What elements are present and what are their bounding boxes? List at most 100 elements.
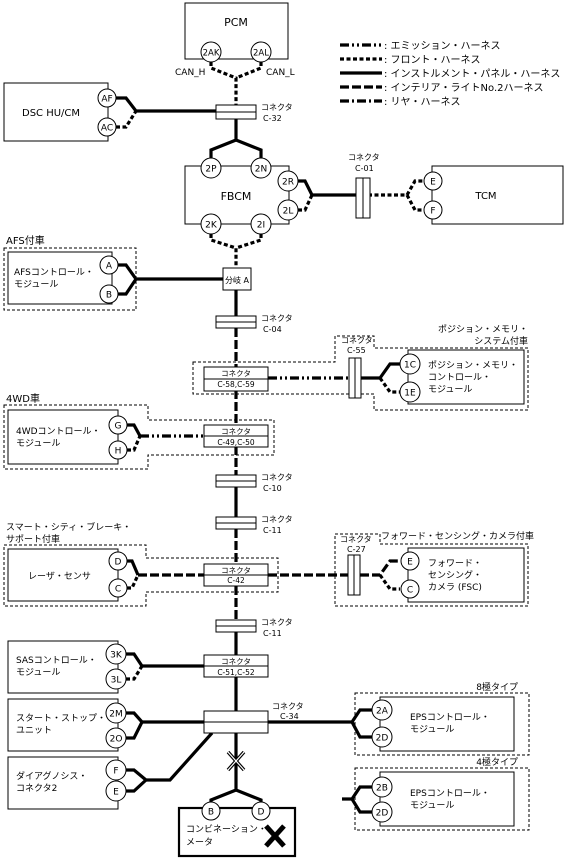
position-label-1: ポジション・メモリ・ bbox=[428, 360, 518, 371]
fsc-option-frame bbox=[334, 533, 529, 607]
scbs-option-frame bbox=[3, 544, 279, 607]
startstop-box bbox=[7, 698, 119, 752]
eps4-option-label: 4極タイプ bbox=[476, 756, 518, 768]
pin-awd-h: H bbox=[108, 440, 128, 460]
connector-c10-word: コネクタ bbox=[261, 473, 293, 482]
laser-box bbox=[7, 548, 119, 602]
afs-label-1: AFSコントロール・ bbox=[14, 268, 94, 278]
pin-pcm-2ak-label: 2AK bbox=[203, 49, 220, 59]
junction-a bbox=[222, 267, 252, 291]
pin-fbcm-2p-label: 2P bbox=[205, 165, 217, 175]
pin-eps8-2a-label: 2A bbox=[376, 707, 389, 717]
pin-awd-g: G bbox=[108, 415, 128, 435]
connector-c49-word: コネクタ bbox=[221, 427, 251, 436]
wire-dsc-c32 bbox=[116, 96, 216, 113]
pin-eps4-2d-label: 2D bbox=[376, 809, 389, 819]
fsc-label-1: フォワード・ bbox=[428, 559, 482, 569]
wire-fbcm-c01 bbox=[298, 179, 357, 197]
pin-dsc-ac-label: AC bbox=[101, 124, 113, 134]
pin-meter-b-label: B bbox=[208, 808, 214, 818]
position-option-frame bbox=[192, 335, 529, 411]
failure-x-icon bbox=[264, 824, 286, 848]
position-option-label-1: ポジション・メモリ・ bbox=[438, 324, 528, 335]
connector-c49-id: C-49,C-50 bbox=[217, 438, 255, 447]
eps8-label-2: モジュール bbox=[410, 725, 454, 735]
wire-sas-3l bbox=[126, 665, 144, 681]
wire-ss-2o bbox=[126, 721, 144, 740]
connector-c04-id: C-04 bbox=[263, 325, 282, 334]
pin-pos-1e: 1E bbox=[399, 381, 421, 403]
wire-afs-branch bbox=[117, 263, 223, 281]
connector-c42-id: C-42 bbox=[227, 576, 245, 585]
wire-diag-c34 bbox=[126, 731, 214, 782]
awd-option-label: 4WD車 bbox=[6, 392, 40, 405]
pin-tcm-e: E bbox=[423, 171, 443, 191]
wire-c55-pos-1e bbox=[378, 377, 400, 394]
eps4-option-frame bbox=[354, 767, 530, 831]
connector-c27-id: C-27 bbox=[347, 545, 366, 554]
wire-sas-c51 bbox=[126, 652, 204, 668]
pin-pcm-2ak: 2AK bbox=[200, 41, 222, 63]
tcm-label: TCM bbox=[474, 191, 496, 202]
pin-eps8-2d-label: 2D bbox=[376, 734, 389, 744]
connector-c11-lower-word: コネクタ bbox=[261, 618, 293, 627]
pin-fsc-e-label: E bbox=[407, 558, 413, 568]
pin-eps4-2d: 2D bbox=[371, 801, 393, 823]
pin-dsc-ac: AC bbox=[97, 117, 117, 137]
pin-meter-b: B bbox=[201, 801, 221, 821]
sas-label-2: モジュール bbox=[16, 668, 60, 678]
sas-label-1: SASコントロール・ bbox=[16, 656, 97, 666]
pin-sas-3k: 3K bbox=[105, 643, 127, 665]
pin-laser-d-label: D bbox=[115, 558, 122, 568]
meter-label-1: コンビネーション・ bbox=[186, 824, 267, 835]
wire-4wd-h bbox=[127, 435, 142, 452]
wire-fbcm-branch bbox=[209, 234, 238, 268]
pin-fbcm-2i-label: 2I bbox=[257, 221, 265, 231]
junction-a-label: 分岐 A bbox=[225, 275, 250, 285]
awd-label-1: 4WDコントロール・ bbox=[16, 427, 101, 437]
eps8-label-1: EPSコントロール・ bbox=[410, 713, 490, 723]
pin-meter-d-label: D bbox=[258, 808, 265, 818]
wire-eps4-2b bbox=[342, 785, 372, 801]
wire-c32-fbcm bbox=[209, 117, 238, 160]
legend: : エミッション・ハーネス : フロント・ハーネス : インストルメント・パネル… bbox=[340, 40, 560, 108]
wire-eps4-2d bbox=[350, 798, 372, 814]
wire-trunk-meter bbox=[209, 733, 238, 807]
pin-sas-3k-label: 3K bbox=[110, 651, 123, 661]
connector-c10-id: C-10 bbox=[263, 484, 282, 493]
pin-fbcm-2l-label: 2L bbox=[283, 207, 294, 217]
pin-tcm-e-label: E bbox=[430, 178, 436, 188]
pin-sas-3l-label: 3L bbox=[111, 676, 122, 686]
meter-label-2: メータ bbox=[186, 837, 213, 848]
position-label-3: モジュール bbox=[428, 385, 472, 395]
pin-fbcm-2n-label: 2N bbox=[255, 165, 267, 175]
connector-c55-word: コネクタ bbox=[341, 336, 373, 345]
connector-c55-id: C-55 bbox=[347, 346, 366, 355]
awd-box bbox=[7, 409, 119, 465]
pins: 2AK 2AL AF AC 2P 2N 2R 2L bbox=[97, 41, 443, 823]
eps4-label-1: EPSコントロール・ bbox=[410, 789, 490, 799]
wire-fbcm-2i bbox=[235, 234, 263, 250]
wire-diag-e bbox=[126, 778, 148, 793]
connector-c04-word: コネクタ bbox=[261, 314, 293, 323]
eps4-box bbox=[379, 771, 515, 827]
connectors: コネクタ C-32 コネクタ C-01 分岐 A コネクタ C-04 コネクタ … bbox=[203, 103, 380, 734]
pin-ss-2o-label: 2O bbox=[110, 735, 123, 745]
connector-c51-id: C-51,C-52 bbox=[217, 668, 255, 677]
wire-c01-tcm-f bbox=[405, 194, 424, 212]
can-l-label: CAN_L bbox=[266, 68, 295, 78]
pin-eps4-2b-label: 2B bbox=[376, 784, 388, 794]
wire-c27-fsc-c bbox=[378, 574, 400, 591]
startstop-label-1: スタート・ストップ・ bbox=[16, 713, 106, 724]
wire-pcm-canh bbox=[209, 62, 238, 106]
pin-ss-2o: 2O bbox=[105, 727, 127, 749]
pin-fbcm-2k: 2K bbox=[200, 213, 222, 235]
afs-option-label: AFS付車 bbox=[6, 234, 45, 247]
pin-diag-e: E bbox=[105, 780, 127, 802]
fsc-label-2: センシング・ bbox=[428, 569, 482, 581]
wire-fbcm-2l bbox=[298, 194, 314, 212]
pin-afs-a: A bbox=[99, 255, 119, 275]
wire-ss-c34 bbox=[126, 711, 204, 724]
tcm-box bbox=[431, 165, 564, 225]
